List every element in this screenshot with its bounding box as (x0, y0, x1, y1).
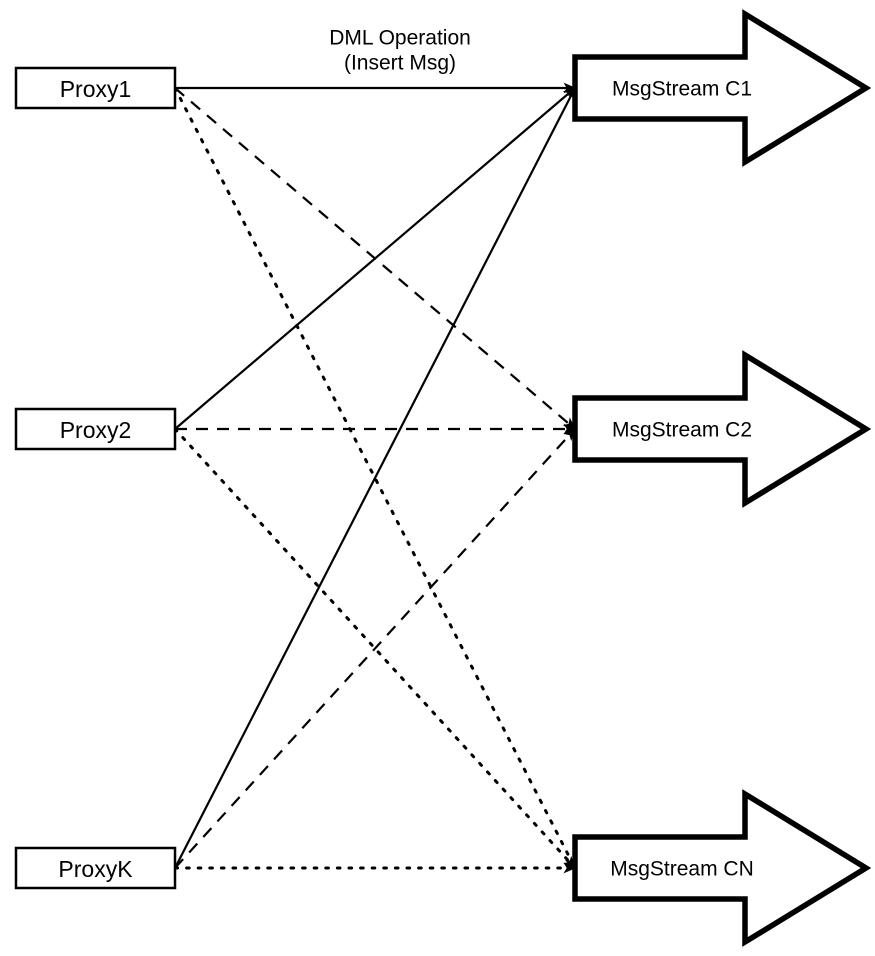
proxy-node-proxyK[interactable]: ProxyK (14, 846, 177, 890)
proxy-node-proxy2[interactable]: Proxy2 (14, 407, 177, 451)
stream-c1[interactable]: MsgStream C1 (572, 9, 872, 167)
stream-label: MsgStream CN (610, 858, 754, 881)
proxy-box-label: Proxy2 (60, 417, 132, 443)
edge-proxyK-to-c2 (174, 428, 576, 869)
proxy-box-shape (14, 407, 177, 451)
proxy-node-proxy1[interactable]: Proxy1 (14, 66, 177, 110)
edge-proxy2-to-c1 (174, 87, 576, 430)
stream-arrow-shape (572, 350, 872, 508)
caption-line-1: DML Operation (329, 27, 471, 50)
dml-operation-caption: DML Operation (Insert Msg) (329, 27, 471, 75)
proxy-box-label: Proxy1 (60, 76, 132, 102)
edge-proxy1-to-cn (173, 86, 577, 870)
edges-layer (173, 82, 577, 874)
stream-label: MsgStream C2 (612, 419, 752, 442)
proxy-box-shape (14, 846, 177, 890)
streams-layer: MsgStream C1 MsgStream C2 MsgStream CN (572, 9, 872, 947)
stream-arrow-shape (572, 789, 872, 947)
proxy-box-label: ProxyK (58, 856, 133, 882)
proxy-box-shape (14, 66, 177, 110)
stream-arrow-shape (572, 9, 872, 167)
caption-line-2: (Insert Msg) (344, 52, 456, 75)
stream-cn[interactable]: MsgStream CN (572, 789, 872, 947)
stream-label: MsgStream C1 (612, 78, 752, 101)
edge-proxyK-to-c1 (174, 87, 576, 869)
stream-c2[interactable]: MsgStream C2 (572, 350, 872, 508)
